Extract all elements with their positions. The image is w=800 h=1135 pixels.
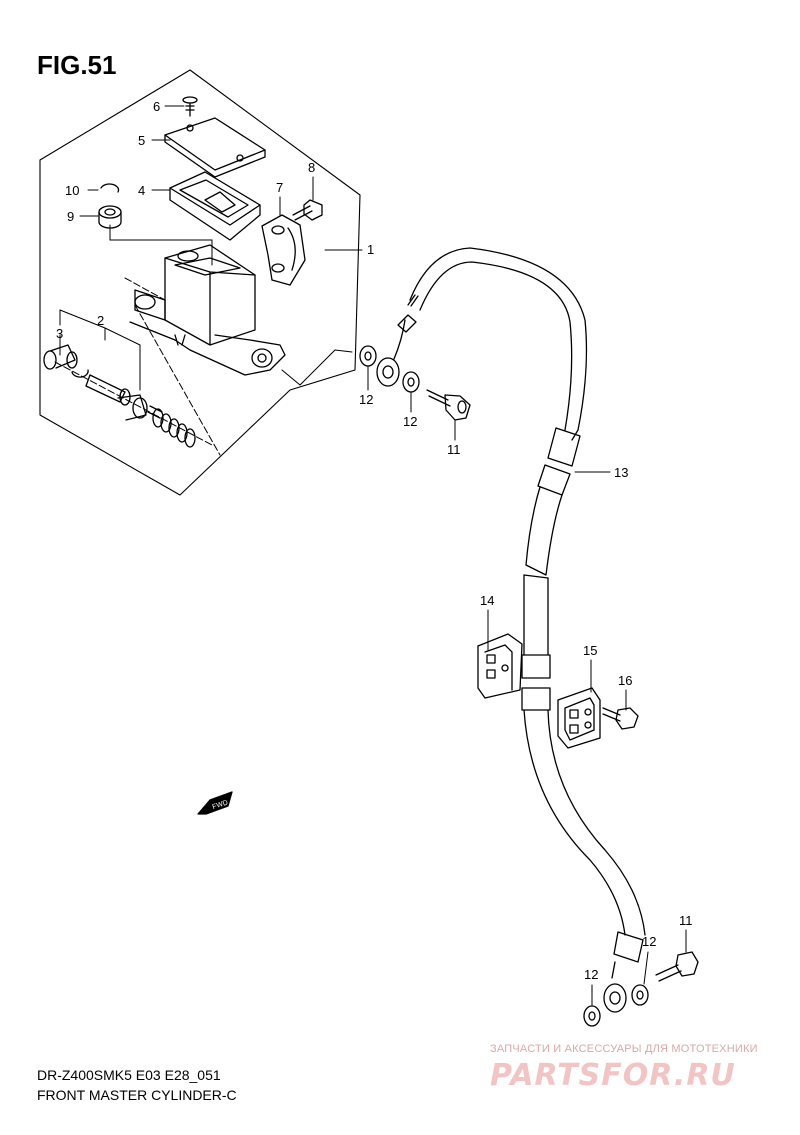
master-cylinder-body [129,244,286,376]
assembly-guide-lines [54,224,353,456]
washer-part-12-lower-a [583,1005,601,1027]
boot-part-3 [43,344,89,378]
callout-4: 4 [138,183,145,198]
assembly-frame [39,69,361,496]
callout-5: 5 [138,133,145,148]
brake-hose-part-13 [376,247,646,1013]
callout-13: 13 [614,465,628,480]
model-code: DR-Z400SMK5 E03 E28_051 [37,1067,221,1083]
washer-part-12-upper-b [402,371,420,393]
leader-lines [59,105,687,1007]
callout-11-upper: 11 [447,442,461,457]
diaphragm-part-4 [169,171,261,241]
callout-2: 2 [97,313,104,328]
union-bolt-part-11-upper [426,389,471,421]
callout-10: 10 [65,183,79,198]
callout-7: 7 [276,180,283,195]
hose-clamp-part-14 [477,633,523,699]
callout-16: 16 [618,673,632,688]
reservoir-cap-part-5 [164,117,266,178]
clamp-holder-part-7 [261,214,306,286]
hose-clamp-part-15 [557,687,601,749]
washer-part-12-upper-a [359,345,377,367]
watermark-subtitle: ЗАПЧАСТИ И АКСЕССУАРЫ ДЛЯ МОТОТЕХНИКИ [490,1043,758,1055]
bolt-part-16 [602,707,639,730]
screw-part-6 [182,96,198,117]
callout-12-lower-b: 12 [584,967,598,982]
callout-3: 3 [56,326,63,341]
fwd-label: FWD [212,799,229,811]
callout-14: 14 [480,593,494,608]
callout-1: 1 [367,242,374,257]
figure-title: FIG.51 [37,50,117,80]
circlip-part-10 [100,183,120,193]
figure-caption: FRONT MASTER CYLINDER-C [37,1087,237,1103]
callout-6: 6 [153,99,160,114]
callout-8: 8 [308,160,315,175]
watermark-logo: PARTSFOR.RU [490,1058,736,1093]
union-bolt-part-11-lower [655,951,699,982]
callout-12-upper-a: 12 [359,392,373,407]
washer-part-12-lower-b [631,984,649,1006]
callout-15: 15 [583,643,597,658]
bolt-part-8 [292,199,323,221]
callout-9: 9 [67,209,74,224]
callout-11-lower: 11 [679,913,693,928]
callout-12-lower-a: 12 [642,934,656,949]
forward-direction-arrow [197,791,233,815]
callout-12-upper-b: 12 [403,414,417,429]
